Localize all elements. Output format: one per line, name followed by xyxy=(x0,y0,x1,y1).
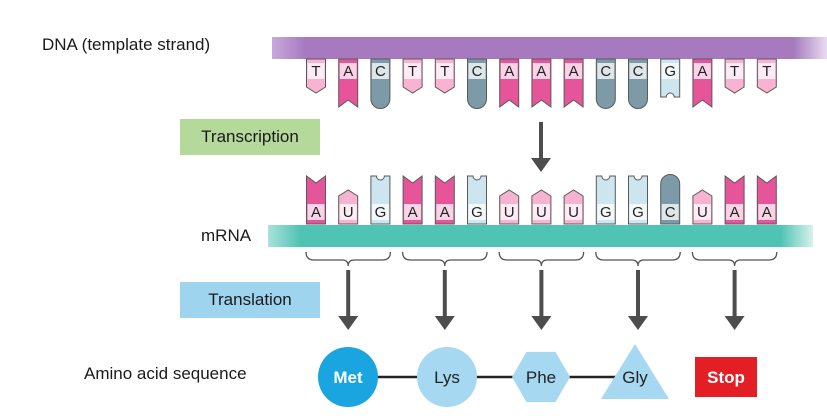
base-letter: A xyxy=(440,204,450,221)
dna-label: DNA (template strand) xyxy=(42,35,211,54)
base-letter: A xyxy=(697,63,707,80)
amino-acid-label: Lys xyxy=(434,368,460,387)
dna-base-2: C xyxy=(370,58,391,109)
mrna-base-1: U xyxy=(338,189,359,225)
base-letter: T xyxy=(311,63,320,80)
mrna-base-14: A xyxy=(756,175,777,225)
amino-acid-stop: Stop xyxy=(695,357,757,397)
base-letter: G xyxy=(664,63,676,80)
amino-acid-label: Phe xyxy=(526,368,556,387)
base-letter: A xyxy=(343,63,353,80)
base-letter: T xyxy=(440,63,449,80)
base-letter: G xyxy=(471,204,483,221)
dna-base-4: T xyxy=(434,58,455,94)
base-letter: C xyxy=(633,63,644,80)
base-letter: C xyxy=(472,63,483,80)
mrna-base-7: U xyxy=(531,189,552,225)
dna-strand xyxy=(272,37,827,59)
dna-base-3: T xyxy=(402,58,423,94)
dna-base-6: A xyxy=(499,58,520,108)
translation-arrow-1 xyxy=(434,270,455,330)
mrna-label: mRNA xyxy=(201,226,252,245)
amino-acid-label: Stop xyxy=(707,368,745,387)
translation-arrow-3 xyxy=(628,270,648,330)
mrna-base-3: A xyxy=(402,175,423,225)
base-letter: G xyxy=(600,204,612,221)
amino-acid-lys: Lys xyxy=(417,347,477,407)
mrna-base-8: U xyxy=(563,189,584,225)
dna-base-9: C xyxy=(595,58,616,109)
base-letter: T xyxy=(730,63,739,80)
base-letter: U xyxy=(697,204,708,221)
mrna-base-2: G xyxy=(370,175,391,225)
translation-arrow-2 xyxy=(531,270,552,330)
mrna-base-9: G xyxy=(595,175,616,225)
base-letter: A xyxy=(536,63,546,80)
mrna-base-0: A xyxy=(306,175,326,225)
dna-base-10: C xyxy=(628,58,648,109)
dna-base-11: G xyxy=(660,58,681,98)
codon-brace-0 xyxy=(305,251,392,267)
codon-brace-1 xyxy=(401,251,488,267)
dna-base-0: T xyxy=(306,58,326,94)
base-letter: C xyxy=(665,204,676,221)
transcription-arrow xyxy=(531,122,551,172)
mrna-base-12: U xyxy=(692,189,713,225)
codon-brace-4 xyxy=(691,251,778,267)
dna-base-12: A xyxy=(692,58,713,108)
base-letter: U xyxy=(504,204,515,221)
amino-acid-met: Met xyxy=(318,347,378,407)
base-letter: U xyxy=(536,204,547,221)
mrna-base-13: A xyxy=(724,175,745,225)
base-letter: A xyxy=(408,204,418,221)
mrna-base-10: G xyxy=(628,175,648,225)
dna-base-7: A xyxy=(531,58,552,108)
base-letter: C xyxy=(600,63,611,80)
translation-arrow-0 xyxy=(338,270,359,330)
mrna-base-4: A xyxy=(434,175,455,225)
amino-acid-gly: Gly xyxy=(601,344,669,399)
base-letter: A xyxy=(569,63,579,80)
dna-base-13: T xyxy=(724,58,745,94)
base-letter: G xyxy=(375,204,387,221)
codon-brace-2 xyxy=(498,251,585,267)
base-letter: U xyxy=(568,204,579,221)
transcription-badge: Transcription xyxy=(180,119,320,155)
base-letter: A xyxy=(504,63,514,80)
translation-badge: Translation xyxy=(180,282,320,318)
mrna-base-11: C xyxy=(660,174,681,225)
amino-acid-phe: Phe xyxy=(512,351,570,403)
base-letter: T xyxy=(408,63,417,80)
translation-arrow-4 xyxy=(724,270,745,330)
base-letter: A xyxy=(730,204,740,221)
amino-acid-label: Gly xyxy=(622,368,648,387)
mrna-base-6: U xyxy=(499,189,520,225)
base-letter: A xyxy=(311,204,321,221)
base-letter: T xyxy=(762,63,771,80)
dna-base-1: A xyxy=(338,58,359,108)
amino-acid-sequence-label: Amino acid sequence xyxy=(84,364,247,383)
base-letter: C xyxy=(375,63,386,80)
base-letter: A xyxy=(762,204,772,221)
dna-base-8: A xyxy=(563,58,584,108)
dna-base-14: T xyxy=(756,58,777,94)
mrna-base-5: G xyxy=(467,175,487,225)
base-letter: U xyxy=(343,204,354,221)
dna-base-5: C xyxy=(467,58,487,109)
codon-brace-3 xyxy=(595,251,681,267)
mrna-strand xyxy=(268,225,813,247)
amino-acid-label: Met xyxy=(333,368,363,387)
base-letter: G xyxy=(632,204,644,221)
